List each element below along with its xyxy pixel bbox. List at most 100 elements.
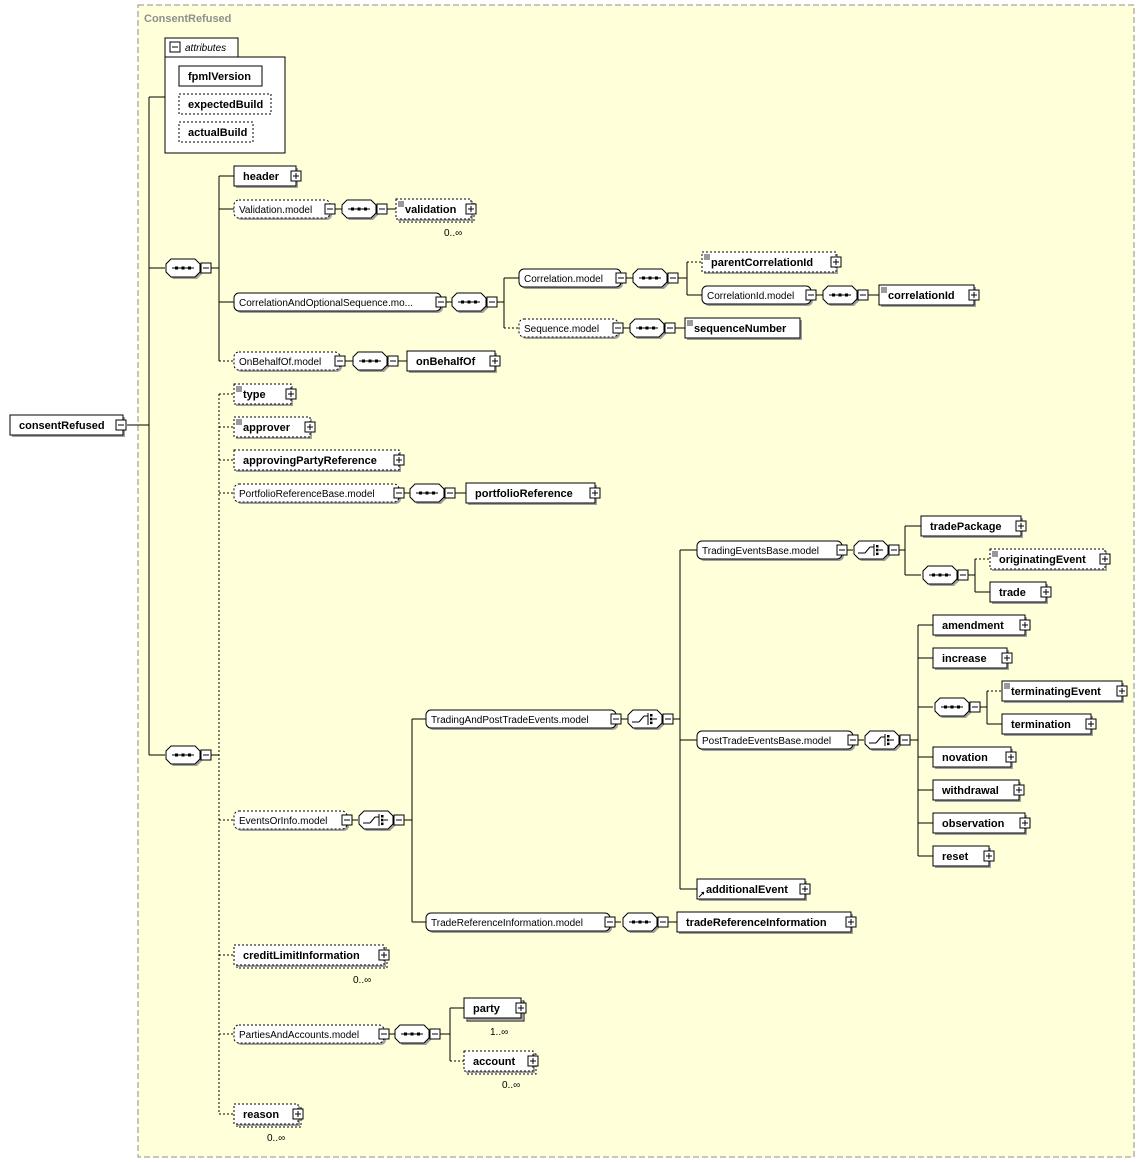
svg-text:PortfolioReferenceBase.model: PortfolioReferenceBase.model [239, 489, 375, 500]
element-trade-package[interactable]: tradePackage [920, 515, 1027, 538]
element-party[interactable]: party [463, 997, 527, 1022]
svg-text:Correlation.model: Correlation.model [524, 274, 603, 285]
root-element-consent-refused[interactable]: consentRefused [9, 414, 127, 437]
element-parent-correlation-id[interactable]: parentCorrelationId [701, 251, 842, 274]
choice-compositor-trading-events[interactable] [853, 540, 900, 561]
svg-text:tradeReferenceInformation: tradeReferenceInformation [686, 917, 827, 929]
svg-text:withdrawal: withdrawal [941, 785, 999, 797]
svg-text:onBehalfOf: onBehalfOf [416, 356, 476, 368]
svg-text:actualBuild: actualBuild [188, 127, 247, 139]
svg-text:termination: termination [1011, 719, 1071, 731]
svg-text:TradingEventsBase.model: TradingEventsBase.model [702, 546, 819, 557]
model-trading-and-post-trade-events[interactable]: TradingAndPostTradeEvents.model [425, 709, 622, 730]
element-credit-limit-information[interactable]: creditLimitInformation [233, 944, 390, 969]
svg-text:observation: observation [942, 818, 1005, 830]
choice-compositor-events-or-info[interactable] [358, 810, 405, 831]
svg-text:header: header [243, 171, 280, 183]
element-type[interactable]: type [233, 383, 297, 406]
model-sequence[interactable]: Sequence.model [518, 318, 624, 339]
sequence-compositor-portfolio-reference[interactable] [409, 483, 456, 504]
element-account[interactable]: account [463, 1050, 539, 1075]
element-header[interactable]: header [233, 165, 302, 188]
sequence-compositor-header-group[interactable] [165, 258, 212, 279]
element-portfolio-reference[interactable]: portfolioReference [465, 482, 601, 505]
svg-text:approver: approver [243, 422, 291, 434]
svg-text:account: account [473, 1056, 516, 1068]
svg-text:PartiesAndAccounts.model: PartiesAndAccounts.model [239, 1030, 359, 1041]
element-trade-reference-information[interactable]: tradeReferenceInformation [676, 911, 857, 934]
element-on-behalf-of[interactable]: onBehalfOf [406, 350, 501, 373]
attribute-fpml-version[interactable]: fpmlVersion [178, 65, 263, 87]
sequence-compositor-trade-reference[interactable] [622, 912, 669, 933]
svg-text:PostTradeEventsBase.model: PostTradeEventsBase.model [702, 736, 831, 747]
model-correlation-id[interactable]: CorrelationId.model [701, 285, 817, 306]
sequence-compositor-main-group[interactable] [165, 745, 212, 766]
attribute-actual-build[interactable]: actualBuild [178, 121, 254, 143]
occurrence-party: 1..∞ [490, 1027, 508, 1038]
sequence-compositor-parties-accounts[interactable] [394, 1024, 441, 1045]
sequence-compositor-on-behalf-of[interactable] [352, 351, 399, 372]
element-originating-event[interactable]: originatingEvent [989, 548, 1111, 571]
element-validation[interactable]: validation [395, 198, 477, 223]
svg-text:Validation.model: Validation.model [239, 205, 312, 216]
svg-text:tradePackage: tradePackage [930, 521, 1002, 533]
svg-text:TradeReferenceInformation.mode: TradeReferenceInformation.model [431, 918, 583, 929]
svg-text:fpmlVersion: fpmlVersion [188, 71, 251, 83]
model-correlation-and-optional-sequence[interactable]: CorrelationAndOptionalSequence.mo... [233, 292, 447, 313]
element-additional-event[interactable]: additionalEvent [696, 878, 811, 901]
sequence-compositor-termination[interactable] [934, 697, 981, 718]
model-events-or-info[interactable]: EventsOrInfo.model [233, 810, 353, 831]
element-reset[interactable]: reset [932, 845, 995, 868]
model-trade-reference-information[interactable]: TradeReferenceInformation.model [425, 912, 616, 933]
sequence-compositor-correlation[interactable] [632, 268, 679, 289]
svg-text:originatingEvent: originatingEvent [999, 554, 1086, 566]
element-amendment[interactable]: amendment [932, 614, 1031, 637]
element-withdrawal[interactable]: withdrawal [932, 779, 1025, 802]
element-terminating-event[interactable]: terminatingEvent [1001, 680, 1128, 703]
model-portfolio-reference-base[interactable]: PortfolioReferenceBase.model [233, 483, 405, 504]
model-correlation[interactable]: Correlation.model [518, 268, 627, 289]
sequence-compositor-validation[interactable] [341, 199, 388, 220]
model-on-behalf-of[interactable]: OnBehalfOf.model [233, 351, 346, 372]
element-observation[interactable]: observation [932, 812, 1031, 835]
sequence-compositor-correlation-id[interactable] [822, 285, 869, 306]
occurrence-account: 0..∞ [502, 1080, 520, 1091]
choice-compositor-trading-and-post-trade[interactable] [627, 709, 674, 730]
svg-text:party: party [473, 1003, 501, 1015]
element-trade[interactable]: trade [989, 581, 1052, 604]
model-parties-and-accounts[interactable]: PartiesAndAccounts.model [233, 1024, 390, 1045]
element-approving-party-reference[interactable]: approvingPartyReference [233, 449, 405, 472]
svg-text:parentCorrelationId: parentCorrelationId [711, 257, 813, 269]
svg-text:creditLimitInformation: creditLimitInformation [243, 950, 360, 962]
svg-text:type: type [243, 389, 266, 401]
svg-text:CorrelationAndOptionalSequence: CorrelationAndOptionalSequence.mo... [239, 298, 413, 309]
sequence-compositor-sequence[interactable] [629, 318, 676, 339]
svg-text:amendment: amendment [942, 620, 1004, 632]
element-novation[interactable]: novation [932, 746, 1017, 769]
svg-text:consentRefused: consentRefused [19, 420, 105, 432]
choice-compositor-post-trade-events[interactable] [864, 730, 911, 751]
element-termination[interactable]: termination [1001, 713, 1097, 736]
sequence-compositor-trade[interactable] [922, 565, 969, 586]
model-post-trade-events-base[interactable]: PostTradeEventsBase.model [696, 730, 859, 751]
element-correlation-id[interactable]: correlationId [878, 284, 980, 307]
model-trading-events-base[interactable]: TradingEventsBase.model [696, 540, 848, 561]
element-sequence-number[interactable]: sequenceNumber [684, 317, 802, 340]
svg-text:sequenceNumber: sequenceNumber [694, 323, 787, 335]
svg-text:correlationId: correlationId [888, 290, 955, 302]
sequence-compositor-correlation-optional[interactable] [451, 292, 498, 313]
element-approver[interactable]: approver [233, 416, 316, 439]
occurrence-validation: 0..∞ [444, 228, 462, 239]
attributes-title: attributes [185, 43, 226, 54]
svg-text:trade: trade [999, 587, 1026, 599]
occurrence-credit-limit-information: 0..∞ [353, 975, 371, 986]
svg-text:approvingPartyReference: approvingPartyReference [243, 455, 377, 467]
attribute-expected-build[interactable]: expectedBuild [178, 93, 272, 115]
svg-text:additionalEvent: additionalEvent [706, 884, 788, 896]
element-reason[interactable]: reason [233, 1103, 304, 1128]
svg-text:OnBehalfOf.model: OnBehalfOf.model [239, 357, 321, 368]
svg-text:EventsOrInfo.model: EventsOrInfo.model [239, 816, 327, 827]
model-validation[interactable]: Validation.model [233, 199, 336, 220]
element-increase[interactable]: increase [932, 647, 1013, 670]
